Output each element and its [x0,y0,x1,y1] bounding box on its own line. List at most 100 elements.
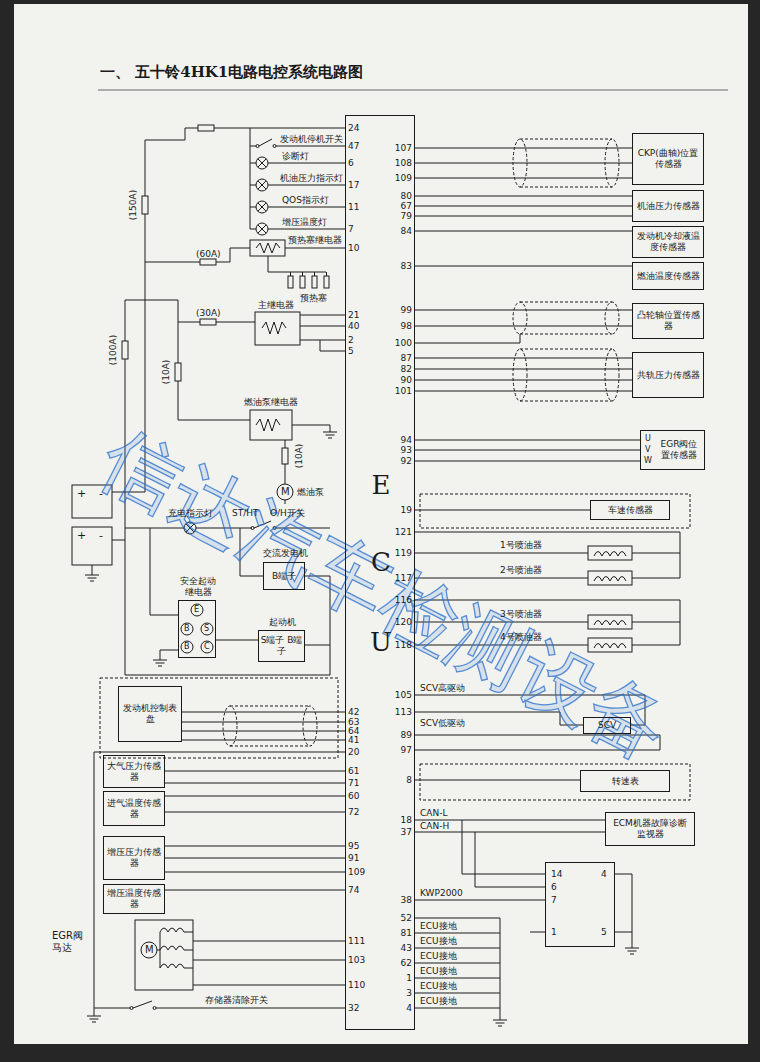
pin-number: 42 [348,708,359,717]
text-label: 4号喷油器 [500,632,542,642]
node-text-holder: 发动机冷却液温度传感器 [636,231,700,253]
pin-number: 109 [395,174,412,183]
pin-number: 116 [395,596,412,605]
sensor-box: 转速表 [580,770,670,792]
sensor-box: 发动机冷却液温度传感器 [632,226,704,258]
wire-connector [415,178,632,179]
text-label: 2号喷油器 [500,565,542,575]
pin-number: 10 [348,244,359,253]
pin-number: 63 [348,718,359,727]
text-label: ECU接地 [420,996,457,1006]
pin-number: 109 [348,868,365,877]
text-label: 存储器清除开关 [205,995,268,1005]
text-label: C [204,642,210,651]
node-text-holder: 大气压力传感器 [107,761,161,783]
node-text-holder: 机油压力传感器 [636,201,700,212]
node-text-holder: 燃油温度传感器 [636,271,700,282]
node-text: 车速传感器 [594,505,666,516]
pin-number: 71 [348,779,359,788]
pin-number: 101 [395,387,412,396]
fuse-rating: (150A) [128,190,138,220]
text-label: CAN-H [420,821,449,831]
wire-connector [415,148,632,149]
pin-number: 118 [395,641,412,650]
wires [92,128,680,1020]
wire-connector [415,310,632,311]
sensor-box: CKP(曲轴)位置传感器 [632,133,704,185]
text-label: V [645,445,650,454]
node-text: 起动机 [259,617,306,628]
node-text: 6 [551,882,557,893]
wire-connector [165,783,345,784]
text-label: (30A) [196,308,221,318]
text-label: 3号喷油器 [500,609,542,619]
fuse-rating: (100A) [108,335,118,365]
pin-number: 52 [401,914,412,923]
pin-number: 47 [348,142,359,151]
pin-number: 1 [406,974,412,983]
text-label: KWP2000 [420,888,463,898]
node-text: 进气温度传感器 [107,798,161,820]
node-text-holder: 增压温度传感器 [107,888,161,910]
node-text-holder: 共轨压力传感器 [636,370,700,381]
pin-number: 62 [401,959,412,968]
wire-connector [182,740,345,741]
node-text: 凸轮轴位置传感器 [636,310,700,332]
text-label: M [281,486,290,498]
pin-number: 93 [401,446,412,455]
fuse-rating: (10A) [161,360,171,385]
text-label: 燃油泵继电器 [244,397,298,407]
wire-connector [415,450,640,451]
pin-number: 117 [395,574,412,583]
text-label: 诊断灯 [282,151,309,161]
text-label: QOS指示灯 [282,195,329,205]
text-label: 燃油泵 [297,487,324,497]
pin-number: 107 [395,144,412,153]
alternator-box: 交流发电机B端子 [263,562,305,590]
node-text: SCV [587,720,627,731]
node-text: 燃油温度传感器 [636,271,700,282]
pin-number: 37 [401,828,412,837]
node-text-holder: EGR阀位置传感器 [657,439,701,461]
pin-number: 6 [348,159,354,168]
node-text: 增压温度传感器 [107,888,161,910]
pin-number: 119 [395,549,412,558]
wire-connector [415,391,632,392]
text-label: ECU接地 [420,936,457,946]
text-label: 机油压力指示灯 [280,173,343,183]
node-text: 14 [551,869,562,880]
pin-number: 79 [401,212,412,221]
node-text-holder: 发动机控制表盘 [122,703,178,725]
node-text: ECM机器故障诊断监视器 [609,818,691,840]
pin-number: 121 [395,528,412,537]
node-text: 大气压力传感器 [107,761,161,783]
pin-number: 113 [395,708,412,717]
text-label: 充电指示灯 [168,508,213,518]
node-text: E [346,471,416,500]
node-text-holder: CKP(曲轴)位置传感器 [636,148,700,170]
text-label: ST/HT [232,508,259,518]
wire-connector [415,358,632,359]
pin-number: 103 [348,956,365,965]
pin-number: 38 [401,896,412,905]
wire-connector [165,812,345,813]
wire-connector [182,722,345,723]
node-text: 增压压力传感器 [107,847,161,869]
pin-number: 91 [348,854,359,863]
text-label: 1号喷油器 [500,540,542,550]
wire-connector [182,712,345,713]
wire-connector [415,440,640,441]
pin-number: 98 [401,322,412,331]
sensor-box: SCV [583,717,631,734]
pin-number: 120 [395,618,412,627]
pin-number: 92 [401,457,412,466]
text-label: M [145,944,154,956]
sensor-box: 共轨压力传感器 [632,352,704,398]
pin-number: 7 [348,225,354,234]
pin-number: 110 [348,981,365,990]
pin-number: 80 [401,192,412,201]
wire-connector [415,231,632,232]
pin-number: 64 [348,727,359,736]
